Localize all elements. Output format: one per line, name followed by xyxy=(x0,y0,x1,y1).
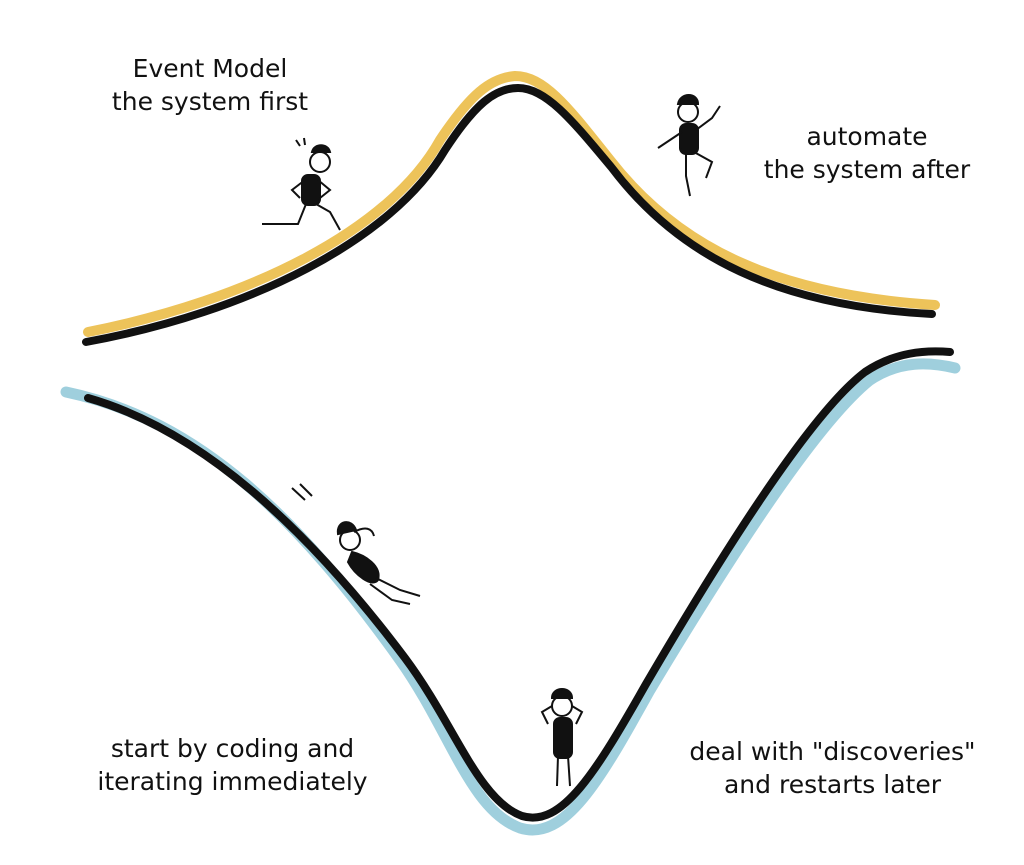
top-curve-line xyxy=(82,83,936,346)
label-discoveries-later: deal with "discoveries" and restarts lat… xyxy=(660,735,1005,801)
running-figure-head xyxy=(309,151,331,173)
label-event-model-first: Event Model the system first xyxy=(90,52,330,118)
label-line: and restarts later xyxy=(723,770,942,799)
sliding-figure xyxy=(291,483,421,605)
label-line: Event Model xyxy=(132,54,288,83)
label-line: automate xyxy=(806,122,928,151)
bottom-curve-line xyxy=(84,347,954,822)
label-line: deal with "discoveries" xyxy=(689,737,976,766)
label-automate-after: automate the system after xyxy=(742,120,992,186)
label-line: iterating immediately xyxy=(97,767,368,796)
sliding-figure-body xyxy=(346,550,380,584)
running-figure xyxy=(262,137,341,231)
label-line: the system first xyxy=(111,87,309,116)
top-curve-highlight xyxy=(83,70,940,337)
label-line: the system after xyxy=(763,155,971,184)
top-curve xyxy=(82,70,940,346)
label-line: start by coding and xyxy=(110,734,355,763)
walking-figure-body xyxy=(679,123,699,155)
bottom-curve xyxy=(60,347,961,836)
walking-figure-hair xyxy=(676,94,700,105)
stressed-figure-body xyxy=(553,717,573,759)
stressed-figure-hair xyxy=(550,688,574,699)
running-figure-body xyxy=(301,174,321,206)
label-start-coding: start by coding and iterating immediatel… xyxy=(60,732,405,798)
walking-figure xyxy=(657,94,721,197)
running-figure-hair xyxy=(310,144,332,153)
stressed-figure xyxy=(540,688,584,787)
